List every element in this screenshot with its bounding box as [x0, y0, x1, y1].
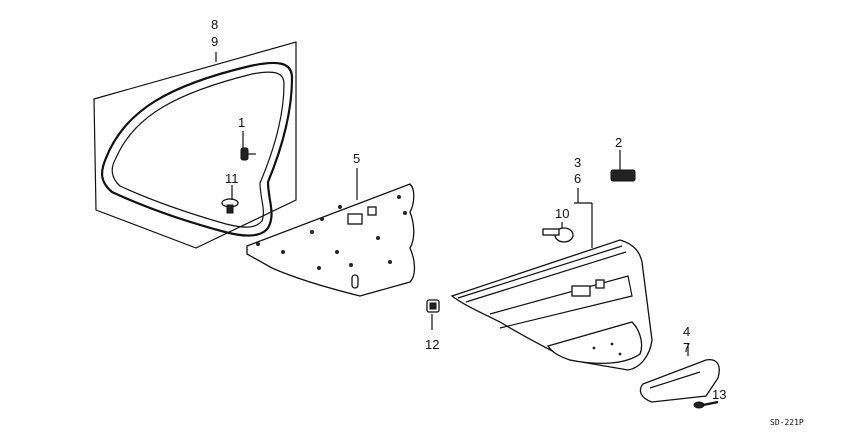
trim-clip-1 — [240, 147, 256, 161]
callout-3: 3 — [574, 155, 581, 170]
weatherstrip-outline-box — [93, 41, 297, 249]
callout-5: 5 — [353, 151, 360, 166]
screw-13 — [693, 400, 719, 409]
callout-1: 1 — [238, 115, 245, 130]
callout-6: 6 — [574, 171, 581, 186]
callout-13: 13 — [712, 387, 726, 402]
callout-4: 4 — [683, 324, 690, 339]
door-inner-panel — [246, 183, 416, 297]
door-weatherstrip-inner — [111, 71, 285, 228]
lock-knob-10 — [542, 222, 574, 243]
callout-12: 12 — [425, 337, 439, 352]
callout-2: 2 — [615, 135, 622, 150]
drawing-code: SD-221P — [770, 418, 804, 427]
callout-7: 7 — [683, 340, 690, 355]
pull-pocket-group — [639, 343, 720, 409]
cap-2 — [610, 150, 636, 182]
callout-9: 9 — [211, 34, 218, 49]
inner-panel-group — [246, 168, 416, 297]
weatherstrip-group — [93, 41, 297, 249]
door-lining-group — [450, 188, 653, 371]
callout-10: 10 — [555, 206, 569, 221]
lining-carpet-section — [546, 321, 643, 364]
callout-8: 8 — [211, 17, 218, 32]
trim-clip-12 — [426, 299, 440, 330]
pull-pocket — [639, 358, 720, 403]
callout-11: 11 — [225, 171, 239, 186]
trim-clip-11 — [221, 198, 239, 214]
door-weatherstrip — [100, 61, 294, 237]
